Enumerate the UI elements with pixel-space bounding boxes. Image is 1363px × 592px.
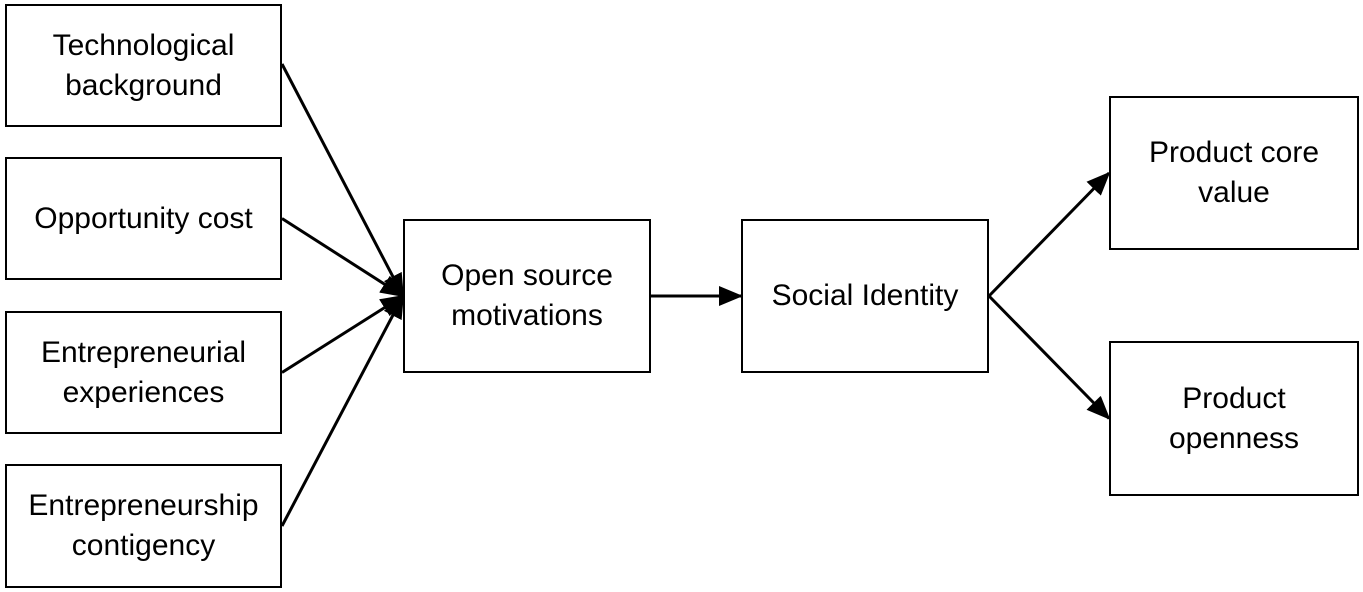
arrow-opp-to-open: [281, 217, 405, 298]
label-line: background: [65, 68, 222, 102]
open-source-motivations-label: Open source motivations: [441, 256, 613, 336]
label-line: Product: [1182, 381, 1286, 415]
technological-background-label: Technological background: [53, 26, 235, 106]
label-line: Entrepreneurial: [40, 335, 247, 369]
product-core-value-box: Product core value: [1109, 96, 1359, 250]
arrow-cont-to-open: [280, 294, 405, 527]
label-line: contigency: [71, 529, 216, 562]
label-line: motivations: [451, 299, 603, 332]
open-source-motivations-box: Open source motivations: [403, 219, 651, 373]
entrepreneurship-contigency-label: Entrepreneurship contigency: [28, 486, 258, 566]
label-line: Social Identity: [771, 279, 959, 312]
arrow-tech-to-open: [280, 63, 405, 298]
arrow-exp-to-open: [281, 294, 405, 374]
label-line: value: [1198, 176, 1270, 209]
opportunity-cost-label: Opportunity cost: [34, 199, 252, 239]
arrow-social-to-core: [987, 171, 1111, 298]
label-line: Product core: [1148, 136, 1320, 169]
entrepreneurial-experiences-label: Entrepreneurial experiences: [41, 333, 246, 413]
product-core-value-label: Product core value: [1149, 133, 1319, 213]
label-line: Opportunity cost: [34, 201, 253, 235]
social-identity-label: Social Identity: [772, 276, 959, 316]
arrow-social-to-openness: [987, 294, 1111, 420]
label-line: Open source: [441, 259, 613, 292]
opportunity-cost-box: Opportunity cost: [5, 157, 282, 280]
label-line: Entrepreneurship: [28, 489, 259, 522]
technological-background-box: Technological background: [5, 4, 282, 127]
label-line: Technological: [52, 28, 235, 62]
product-openness-label: Product openness: [1169, 379, 1299, 459]
label-line: experiences: [62, 375, 225, 409]
product-openness-box: Product openness: [1109, 341, 1359, 496]
entrepreneurial-experiences-box: Entrepreneurial experiences: [5, 311, 282, 434]
social-identity-box: Social Identity: [741, 219, 989, 373]
label-line: openness: [1168, 421, 1300, 455]
entrepreneurship-contigency-box: Entrepreneurship contigency: [5, 464, 282, 588]
